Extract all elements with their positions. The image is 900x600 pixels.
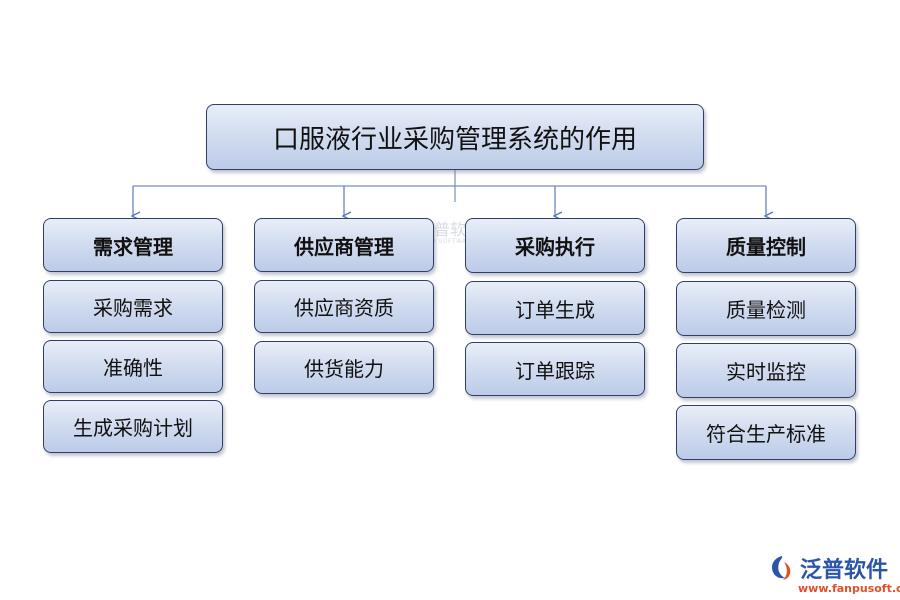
item-label-1-1: 采购需求 xyxy=(93,296,173,320)
category-label-3: 采购执行 xyxy=(515,235,595,259)
item-box-1-1: 采购需求 xyxy=(43,280,223,333)
item-label-1-2: 准确性 xyxy=(103,356,163,380)
fanpu-logo: 泛普软件 www.fanpusoft.com xyxy=(768,552,900,595)
diagram-title-box: 口服液行业采购管理系统的作用 xyxy=(206,104,704,170)
category-label-2: 供应商管理 xyxy=(294,234,394,259)
item-box-2-2: 供货能力 xyxy=(254,341,434,394)
item-label-2-2: 供货能力 xyxy=(304,357,384,381)
item-box-3-2: 订单跟踪 xyxy=(465,342,645,396)
item-label-3-2: 订单跟踪 xyxy=(515,358,595,383)
fanpu-logo-icon xyxy=(772,556,791,580)
item-label-4-1: 质量检测 xyxy=(726,298,806,322)
category-box-1: 需求管理 xyxy=(43,218,223,272)
category-box-3: 采购执行 xyxy=(465,218,645,273)
watermark-subtext: FANPU SOFTWARE xyxy=(414,237,476,245)
item-label-3-1: 订单生成 xyxy=(515,297,595,322)
item-label-4-3: 符合生产标准 xyxy=(706,422,826,446)
item-box-1-3: 生成采购计划 xyxy=(43,400,223,453)
item-box-4-2: 实时监控 xyxy=(676,343,856,398)
item-box-2-1: 供应商资质 xyxy=(254,280,434,333)
item-label-4-2: 实时监控 xyxy=(726,360,806,384)
category-box-4: 质量控制 xyxy=(676,218,856,273)
item-label-1-3: 生成采购计划 xyxy=(73,416,193,440)
item-label-2-1: 供应商资质 xyxy=(294,296,394,320)
category-box-2: 供应商管理 xyxy=(254,218,434,272)
category-label-4: 质量控制 xyxy=(726,235,806,259)
item-box-3-1: 订单生成 xyxy=(465,281,645,335)
item-box-4-3: 符合生产标准 xyxy=(676,405,856,460)
item-box-4-1: 质量检测 xyxy=(676,281,856,336)
diagram-title: 口服液行业采购管理系统的作用 xyxy=(272,124,637,155)
logo-url: www.fanpusoft.com xyxy=(798,582,900,595)
category-label-1: 需求管理 xyxy=(93,234,173,259)
item-box-1-2: 准确性 xyxy=(43,340,223,393)
logo-text: 泛普软件 xyxy=(800,558,889,583)
